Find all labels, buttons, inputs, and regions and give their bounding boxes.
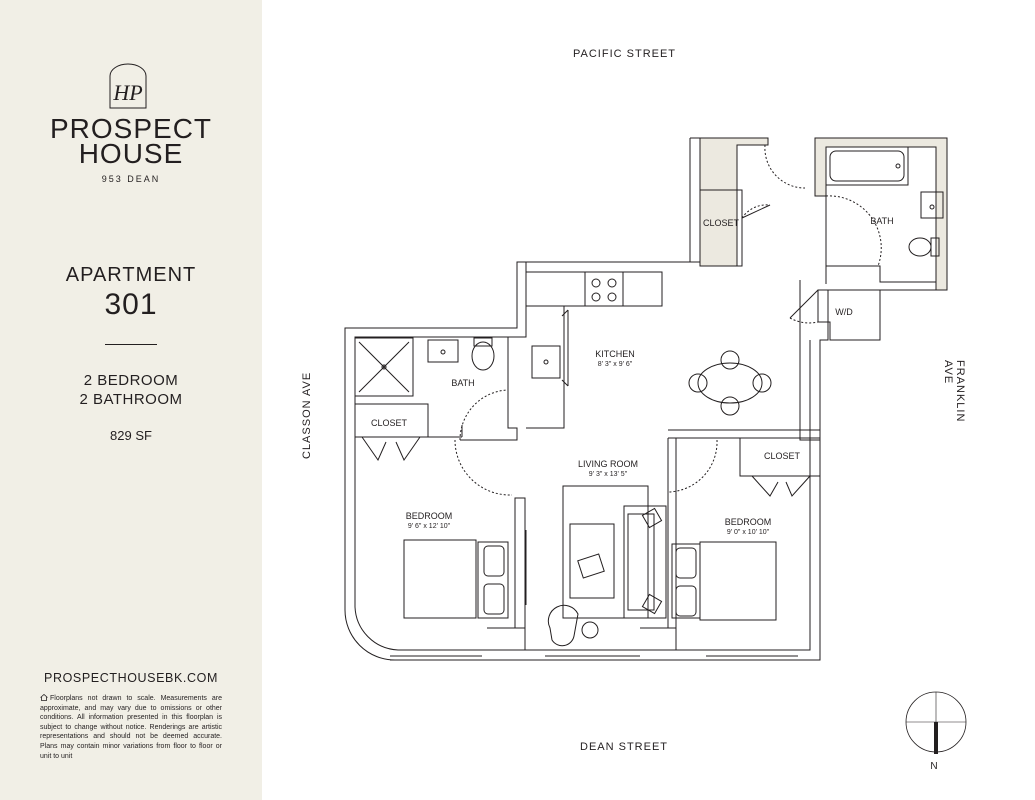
brand-address: 953 DEAN bbox=[101, 174, 161, 184]
compass-icon bbox=[905, 691, 967, 754]
label-closet-left: CLOSET bbox=[371, 418, 408, 428]
apartment-number: 301 bbox=[104, 288, 158, 321]
label-kitchen-dims: 8' 3" x 9' 6" bbox=[598, 361, 633, 368]
closet-top bbox=[699, 189, 743, 267]
street-north: PACIFIC STREET bbox=[573, 48, 677, 60]
closet-right-doors bbox=[751, 475, 811, 497]
bedroom-count: 2 BEDROOM bbox=[83, 372, 179, 389]
home-icon bbox=[40, 694, 48, 701]
bathtub bbox=[825, 146, 909, 186]
website-link[interactable]: PROSPECTHOUSEBK.COM bbox=[44, 671, 218, 685]
street-south: DEAN STREET bbox=[580, 741, 669, 753]
kitchen-sink bbox=[531, 345, 561, 379]
compass-label: N bbox=[930, 761, 937, 772]
label-kitchen: KITCHEN bbox=[595, 349, 635, 359]
side-table bbox=[581, 621, 599, 639]
label-bedroom-right: BEDROOM bbox=[725, 517, 772, 527]
coffee-table bbox=[569, 523, 615, 599]
label-bath-top: BATH bbox=[870, 216, 893, 226]
label-closet-top: CLOSET bbox=[703, 218, 740, 228]
brand-name-line2: HOUSE bbox=[78, 138, 184, 169]
label-wd: W/D bbox=[835, 307, 853, 317]
label-bedroom-right-dims: 9' 0" x 10' 10" bbox=[727, 529, 770, 536]
label-living-dims: 9' 3" x 13' 5" bbox=[589, 471, 628, 478]
label-closet-right: CLOSET bbox=[764, 451, 801, 461]
dining-table bbox=[697, 362, 763, 404]
armchair bbox=[547, 604, 579, 647]
apartment-area: 829 SF bbox=[110, 428, 152, 443]
window-living bbox=[545, 655, 640, 661]
bed-right bbox=[699, 541, 777, 621]
bathroom-count: 2 BATHROOM bbox=[79, 391, 183, 408]
disclaimer: Floorplans not drawn to scale. Measureme… bbox=[40, 694, 222, 761]
living-room-rug bbox=[562, 485, 649, 619]
brand-monogram-logo: HP bbox=[109, 63, 147, 109]
label-bedroom-left-dims: 9' 6" x 12' 10" bbox=[408, 523, 451, 530]
disclaimer-text: Floorplans not drawn to scale. Measureme… bbox=[40, 695, 222, 760]
bath-left-sink bbox=[427, 339, 459, 363]
bath-top-sink bbox=[920, 191, 944, 219]
exterior-wall-top-right bbox=[814, 137, 948, 291]
closet-left-doors bbox=[361, 436, 421, 462]
label-living: LIVING ROOM bbox=[578, 459, 638, 469]
bath-top-toilet bbox=[908, 237, 932, 257]
bath-left-toilet bbox=[471, 341, 495, 371]
brand-name-line1: PROSPECT bbox=[49, 113, 213, 144]
sofa-pillow-2 bbox=[641, 593, 663, 615]
sofa-pillow-1 bbox=[641, 507, 663, 529]
divider bbox=[105, 344, 157, 345]
label-bath-left: BATH bbox=[451, 378, 474, 388]
window-right bbox=[706, 655, 798, 661]
exterior-wall bbox=[690, 137, 769, 267]
label-bedroom-left: BEDROOM bbox=[406, 511, 453, 521]
bed-left bbox=[403, 539, 477, 619]
shower bbox=[354, 337, 414, 397]
sidebar-panel: HP PROSPECT HOUSE 953 DEAN APARTMENT 301… bbox=[0, 0, 262, 800]
window-left bbox=[390, 655, 482, 661]
kitchen-counter-left bbox=[526, 305, 565, 429]
svg-text:HP: HP bbox=[112, 80, 142, 105]
sofa bbox=[623, 505, 667, 619]
apartment-label: APARTMENT bbox=[65, 264, 197, 286]
closet-right bbox=[739, 437, 821, 477]
unit-outline bbox=[344, 138, 947, 661]
stove bbox=[584, 271, 624, 307]
